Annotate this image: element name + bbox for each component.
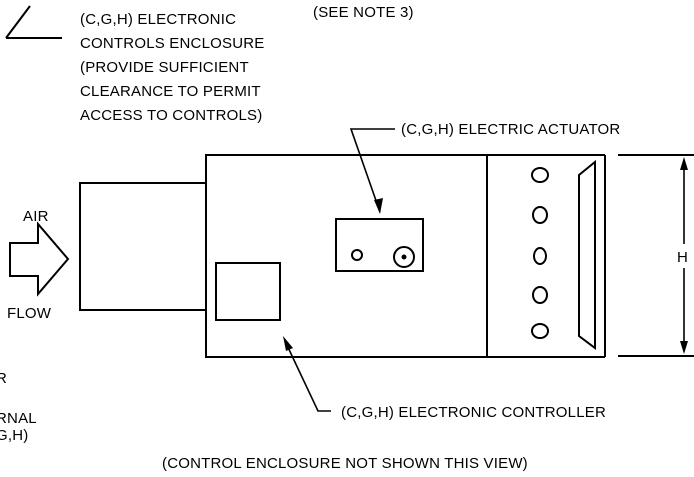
actuator-leader-arrowhead	[374, 198, 383, 214]
controls-enclosure-line-5: ACCESS TO CONTROLS)	[80, 107, 262, 124]
controls-enclosure-line-4: CLEARANCE TO PERMIT	[80, 83, 261, 100]
left-fragment-2: RNAL	[0, 410, 37, 427]
flow-label: FLOW	[7, 305, 52, 322]
dimension-h-label: H	[677, 249, 688, 266]
actuator-leader-line	[349, 128, 395, 213]
actuator-shaft-outer-circle	[393, 246, 415, 268]
electronic-controller-box	[215, 262, 281, 321]
actuator-small-circle	[351, 249, 363, 261]
electric-actuator-box	[335, 218, 424, 272]
air-label: AIR	[23, 208, 49, 225]
controls-enclosure-line-2: CONTROLS ENCLOSURE	[80, 35, 264, 52]
discharge-hole	[532, 206, 548, 224]
electronic-controller-label: (C,G,H) ELECTRONIC CONTROLLER	[341, 404, 606, 421]
controller-leader-arrowhead	[283, 336, 293, 351]
discharge-hole	[531, 323, 549, 339]
discharge-flange	[578, 159, 596, 350]
inlet-collar	[79, 182, 207, 311]
actuator-shaft-center-dot	[401, 254, 407, 260]
controls-enclosure-line-3: (PROVIDE SUFFICIENT	[80, 59, 249, 76]
electric-actuator-label: (C,G,H) ELECTRIC ACTUATOR	[401, 121, 620, 138]
discharge-hole	[533, 247, 547, 265]
left-fragment-3: G,H)	[0, 427, 28, 444]
discharge-hole	[531, 167, 549, 183]
discharge-hole	[532, 286, 548, 304]
dimension-arrow-up	[680, 157, 688, 170]
dimension-arrow-down	[680, 341, 688, 354]
airflow-arrow-icon	[9, 221, 70, 297]
left-fragment-1: R	[0, 370, 7, 387]
unit-casing	[205, 154, 488, 358]
controls-enclosure-line-1: (C,G,H) ELECTRONIC	[80, 11, 236, 28]
see-note-label: (SEE NOTE 3)	[313, 4, 414, 21]
controller-leader-line	[284, 340, 331, 412]
leader-line-topleft	[5, 5, 31, 39]
view-note-label: (CONTROL ENCLOSURE NOT SHOWN THIS VIEW)	[162, 455, 528, 472]
